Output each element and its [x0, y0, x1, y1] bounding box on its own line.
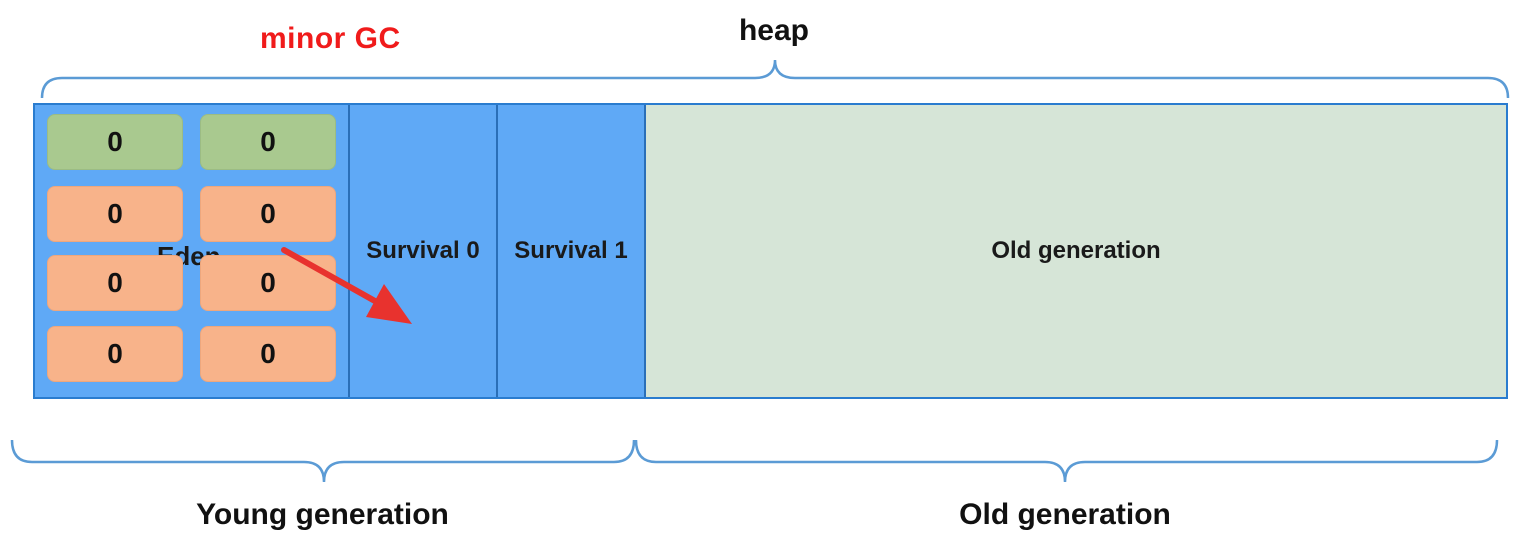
- eden-cell: 0: [200, 114, 336, 170]
- old-generation-label: Old generation: [959, 498, 1171, 531]
- young-generation-brace: [10, 439, 636, 483]
- eden-cell: 0: [47, 255, 183, 311]
- old-generation-brace: [634, 439, 1499, 483]
- eden-cell: 0: [47, 186, 183, 242]
- eden-cell: 0: [200, 326, 336, 382]
- eden-region: 0 0 0 0 Eden 0 0 0 0: [35, 105, 350, 397]
- eden-cell: 0: [47, 114, 183, 170]
- heap-box: 0 0 0 0 Eden 0 0 0 0 Survival 0 Survival…: [33, 103, 1508, 399]
- survival-1-label: Survival 1: [514, 237, 628, 264]
- survival-1-region: Survival 1: [498, 105, 646, 397]
- eden-cell: 0: [47, 326, 183, 382]
- survival-0-region: Survival 0: [350, 105, 498, 397]
- minor-gc-caption: minor GC: [260, 22, 401, 55]
- old-generation-region: Old generation: [646, 105, 1506, 397]
- old-generation-region-label: Old generation: [991, 237, 1161, 264]
- eden-cell: 0: [200, 186, 336, 242]
- eden-cell: 0: [200, 255, 336, 311]
- heap-label: heap: [738, 14, 810, 47]
- survival-0-label: Survival 0: [366, 237, 480, 264]
- young-generation-label: Young generation: [196, 498, 449, 531]
